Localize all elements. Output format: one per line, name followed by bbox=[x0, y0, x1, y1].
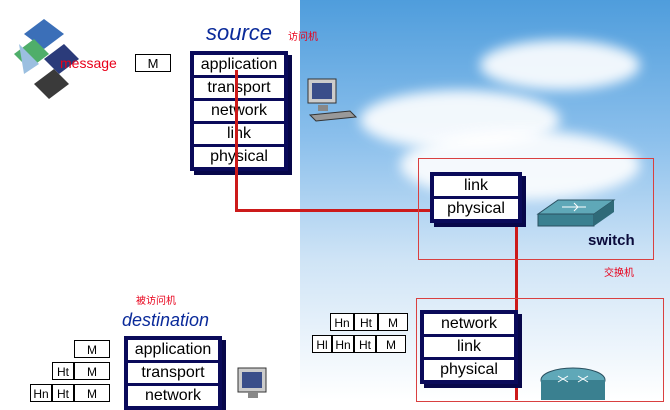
switch-layer: physical bbox=[433, 198, 519, 220]
logo-icon bbox=[14, 19, 79, 99]
destination-title: destination bbox=[122, 310, 210, 330]
dest-header-row: Ht M bbox=[52, 362, 110, 380]
message-box: M bbox=[135, 54, 171, 72]
source-stack: application transport network link physi… bbox=[190, 51, 288, 171]
source-title: source bbox=[206, 20, 273, 45]
header-cell: M bbox=[376, 335, 406, 353]
source-layer: application bbox=[193, 54, 285, 76]
destination-layer: application bbox=[127, 339, 219, 361]
router-layer: link bbox=[423, 336, 515, 358]
switch-layer: link bbox=[433, 175, 519, 197]
cloud bbox=[480, 40, 640, 90]
message-label: message bbox=[60, 55, 117, 71]
destination-layer: transport bbox=[127, 362, 219, 384]
switch-region bbox=[418, 158, 654, 260]
destination-annotation: 被访问机 bbox=[136, 296, 176, 307]
header-cell: Ht bbox=[52, 362, 74, 380]
switch-annotation: 交换机 bbox=[604, 268, 634, 279]
data-path bbox=[515, 175, 518, 400]
header-cell: Ht bbox=[354, 335, 376, 353]
dest-header-row: M bbox=[74, 340, 110, 358]
switch-icon bbox=[536, 199, 616, 227]
header-cell: Hn bbox=[30, 384, 52, 402]
computer-icon bbox=[307, 78, 358, 122]
header-cell: Ht bbox=[52, 384, 74, 402]
header-cell: Hn bbox=[332, 335, 354, 353]
router-layer: physical bbox=[423, 359, 515, 381]
router-layer: network bbox=[423, 313, 515, 335]
header-cell: M bbox=[74, 362, 110, 380]
header-cell: Hl bbox=[312, 335, 332, 353]
header-cell: Hn bbox=[330, 313, 354, 331]
dest-header-row: Hn Ht M bbox=[30, 384, 110, 402]
router-stack: network link physical bbox=[420, 310, 518, 384]
router-header-row: Hl Hn Ht M bbox=[312, 335, 406, 353]
source-layer: link bbox=[193, 123, 285, 145]
data-path bbox=[235, 209, 515, 212]
header-cell: M bbox=[378, 313, 408, 331]
switch-stack: link physical bbox=[430, 172, 522, 223]
source-layer: transport bbox=[193, 77, 285, 99]
router-icon bbox=[540, 367, 606, 400]
source-layer: physical bbox=[193, 146, 285, 168]
source-annotation: 访问机 bbox=[288, 32, 318, 43]
computer-icon bbox=[237, 367, 267, 398]
switch-label: switch bbox=[588, 232, 635, 249]
destination-layer: network bbox=[127, 385, 219, 407]
router-header-row: Hn Ht M bbox=[330, 313, 408, 331]
destination-stack: application transport network bbox=[124, 336, 222, 410]
header-cell: M bbox=[74, 340, 110, 358]
header-cell: M bbox=[74, 384, 110, 402]
header-cell: Ht bbox=[354, 313, 378, 331]
data-path bbox=[235, 70, 238, 212]
source-layer: network bbox=[193, 100, 285, 122]
